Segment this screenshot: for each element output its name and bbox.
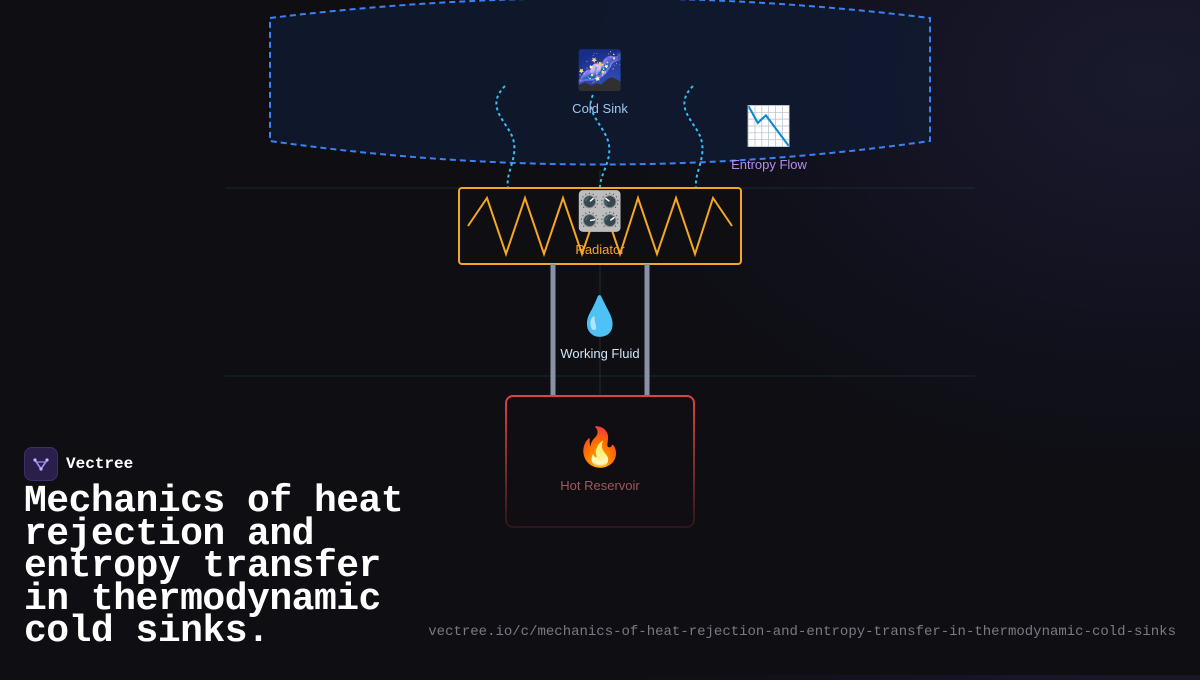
hot-reservoir-label: Hot Reservoir bbox=[560, 478, 640, 493]
chart-decreasing-icon: 📉 bbox=[745, 104, 793, 148]
entropy-flow-label: Entropy Flow bbox=[731, 157, 807, 172]
fire-icon: 🔥 bbox=[576, 425, 624, 469]
radiator-fins bbox=[467, 194, 733, 258]
page-title: Mechanics of heat rejection and entropy … bbox=[24, 480, 404, 653]
droplet-icon: 💧 bbox=[576, 294, 624, 338]
brand[interactable]: Vectree bbox=[24, 447, 133, 481]
v-node-logo-icon bbox=[24, 447, 58, 481]
heat-wave-left bbox=[495, 85, 516, 189]
cold-sink-label: Cold Sink bbox=[572, 101, 628, 116]
radiator-label: Radiator bbox=[575, 242, 625, 257]
heat-wave-center bbox=[589, 94, 611, 189]
milky-way-icon: 🌌 bbox=[576, 48, 624, 92]
working-fluid-label: Working Fluid bbox=[560, 346, 640, 361]
radiator-box bbox=[458, 187, 742, 265]
brand-name: Vectree bbox=[66, 455, 134, 473]
hot-reservoir-box bbox=[505, 395, 695, 528]
page-url[interactable]: vectree.io/c/mechanics-of-heat-rejection… bbox=[428, 624, 1176, 640]
heat-wave-right bbox=[683, 85, 704, 189]
control-knobs-icon: 🎛️ bbox=[576, 189, 624, 233]
cold-sink-boundary bbox=[269, 0, 931, 166]
